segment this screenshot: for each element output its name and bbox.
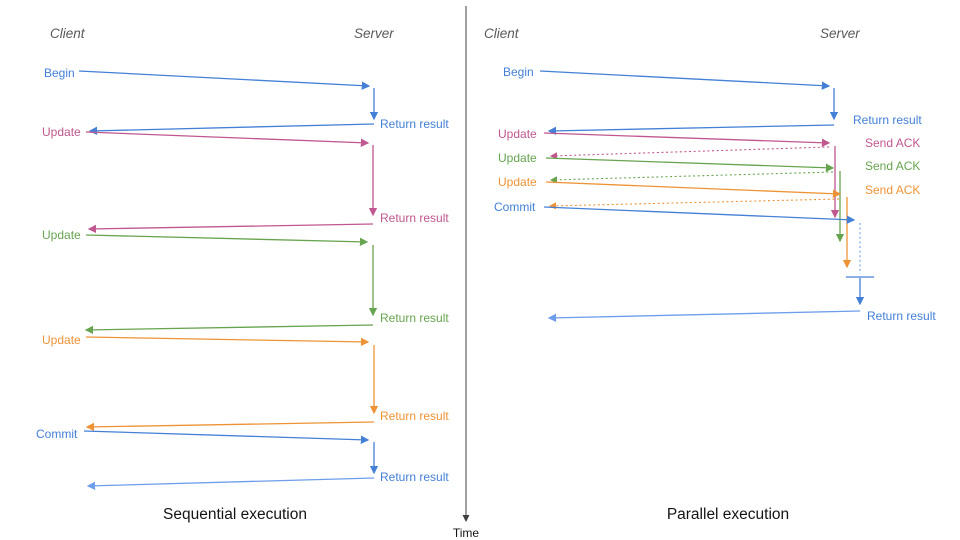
- return-arrow-commit: [86, 477, 375, 491]
- request-arrow-begin: [539, 70, 831, 90]
- message-label-update-3: Update: [42, 333, 81, 347]
- return-result-label: Return result: [867, 309, 936, 323]
- server-header: Server: [820, 26, 860, 41]
- ack-arrow-update-1: [549, 146, 830, 160]
- time-axis: Time: [453, 6, 480, 540]
- request-arrow-update-3: [85, 336, 370, 347]
- time-axis-label: Time: [453, 526, 480, 540]
- client-header: Client: [50, 26, 86, 41]
- request-arrow-update-1: [543, 132, 831, 147]
- message-label-commit: Commit: [494, 200, 536, 214]
- return-arrow-begin: [547, 124, 835, 136]
- return-arrow-update-3: [85, 421, 375, 432]
- message-label-update-3: Update: [498, 175, 537, 189]
- return-result-label: Return result: [380, 211, 449, 225]
- ack-arrow-update-3: [548, 198, 840, 210]
- return-result-label: Return result: [380, 409, 449, 423]
- request-arrow-update-2: [85, 234, 369, 247]
- return-result-label: Return result: [380, 470, 449, 484]
- return-result-label: Return result: [380, 311, 449, 325]
- send-ack-label: Send ACK: [865, 159, 920, 173]
- return-arrow-update-2: [84, 324, 374, 335]
- message-label-commit: Commit: [36, 427, 78, 441]
- return-result-label: Return result: [380, 117, 449, 131]
- request-arrow-update-3: [545, 181, 842, 198]
- message-label-begin: Begin: [44, 66, 75, 80]
- message-label-update-2: Update: [42, 228, 81, 242]
- parallel-caption: Parallel execution: [667, 506, 789, 523]
- request-arrow-update-2: [545, 157, 835, 172]
- return-arrow-update-1: [87, 223, 374, 234]
- return-result-label: Return result: [853, 113, 922, 127]
- return-arrow-begin: [88, 123, 375, 136]
- request-arrow-commit: [83, 430, 370, 444]
- server-header: Server: [354, 26, 394, 41]
- message-label-update-1: Update: [42, 125, 81, 139]
- message-label-update-2: Update: [498, 151, 537, 165]
- client-header: Client: [484, 26, 520, 41]
- message-label-update-1: Update: [498, 127, 537, 141]
- sequential-diagram: Client Server Begin Return result Update…: [36, 26, 449, 523]
- send-ack-label: Send ACK: [865, 136, 920, 150]
- request-arrow-begin: [78, 70, 371, 90]
- message-label-begin: Begin: [503, 65, 534, 79]
- request-arrow-update-1: [85, 131, 370, 147]
- parallel-diagram: Client Server Begin Return result Update…: [484, 26, 936, 523]
- request-arrow-commit: [543, 206, 856, 224]
- return-arrow-commit: [547, 310, 861, 323]
- sequential-caption: Sequential execution: [163, 506, 307, 523]
- ack-arrow-update-2: [549, 171, 834, 184]
- send-ack-label: Send ACK: [865, 183, 920, 197]
